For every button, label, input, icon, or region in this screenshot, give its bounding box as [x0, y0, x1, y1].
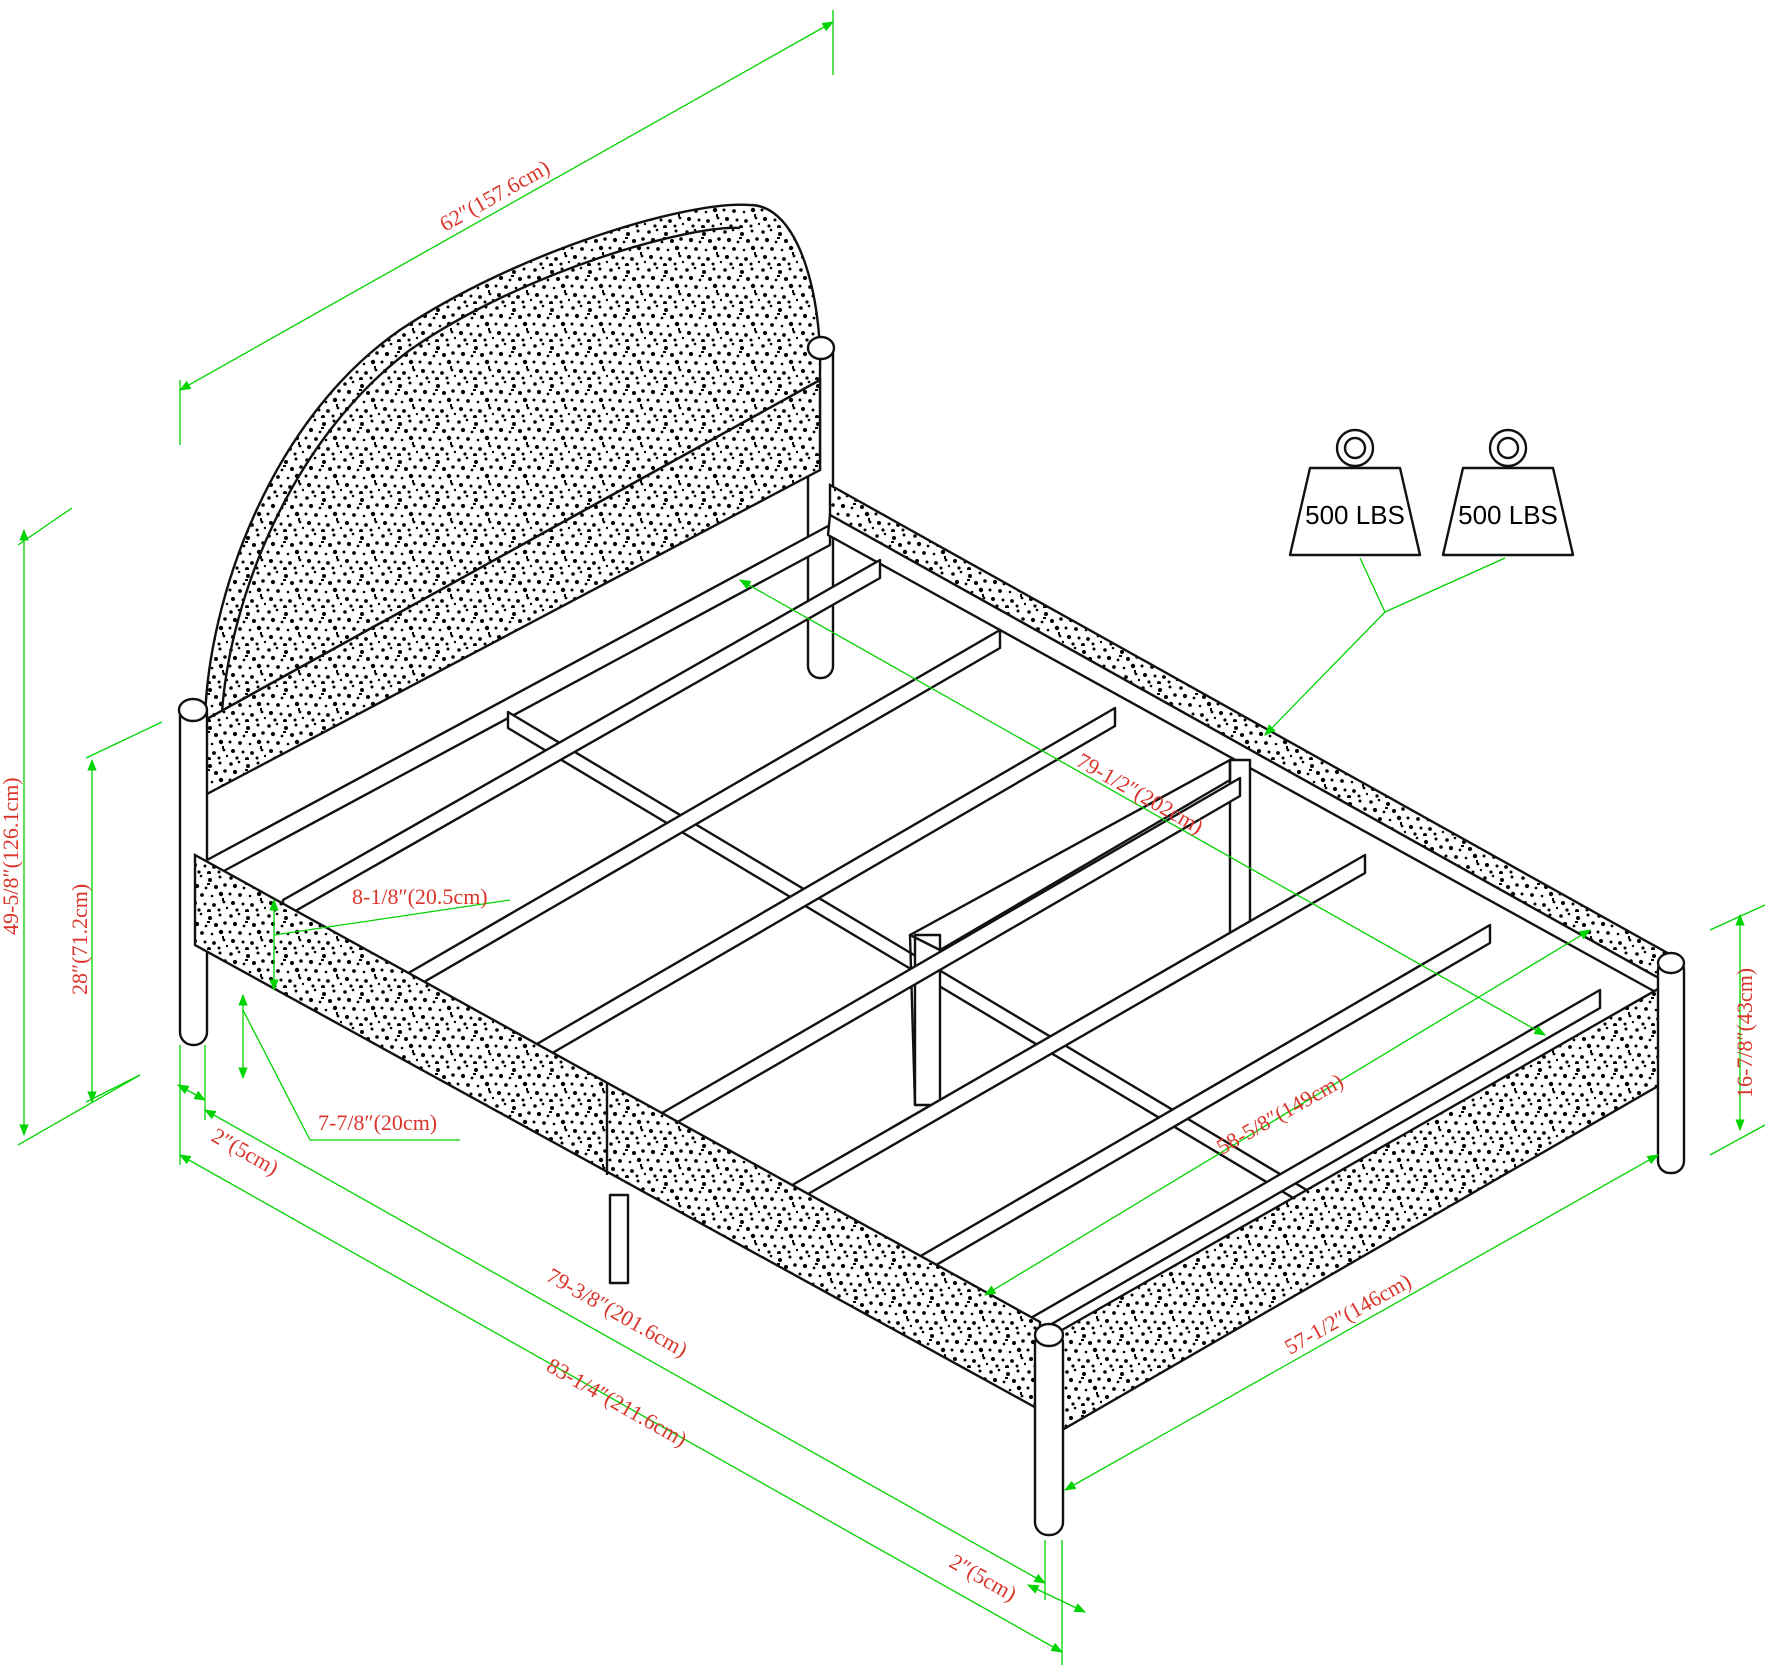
dim-total-height: 49-5/8″(126.1cm)	[0, 777, 23, 935]
weight-label-1: 500 LBS	[1305, 500, 1405, 530]
weight-label-2: 500 LBS	[1458, 500, 1558, 530]
middle-leg	[608, 1193, 630, 1285]
dim-footboard-height: 16-7/8″(43cm)	[1732, 968, 1757, 1098]
dim-leg-right: 2″(5cm)	[946, 1549, 1022, 1607]
dim-headboard-leg-height: 28″(71.2cm)	[67, 884, 92, 995]
dim-total-length: 83-1/4″(211.6cm)	[543, 1353, 692, 1452]
dim-side-rail-height: 8-1/8″(20.5cm)	[352, 884, 488, 909]
right-side-rail	[828, 482, 1682, 993]
weight-icon-1: 500 LBS	[1288, 428, 1422, 557]
dimension-lines	[17, 10, 1766, 1665]
dim-leg-left: 2″(5cm)	[208, 1123, 284, 1181]
dim-clearance: 7-7/8″(20cm)	[318, 1110, 437, 1135]
dim-slat-length: 79-1/2″(202cm)	[1073, 748, 1208, 839]
footboard	[1033, 951, 1686, 1537]
dim-headboard-width: 62″(157.6cm)	[435, 154, 554, 236]
weight-icon-2: 500 LBS	[1441, 428, 1575, 557]
footboard-post-left	[1033, 1328, 1065, 1537]
footboard-post-right	[1656, 956, 1686, 1175]
